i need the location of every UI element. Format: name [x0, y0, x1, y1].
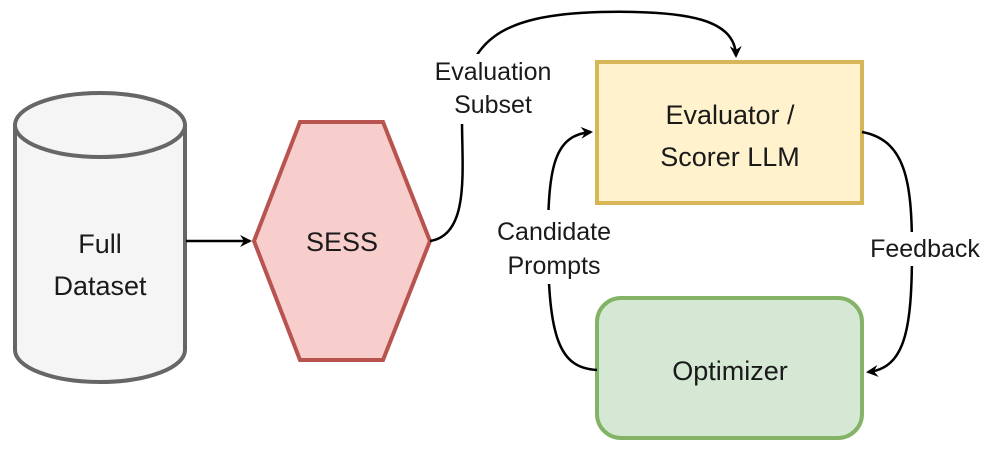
dataset-cylinder-top [13, 91, 187, 159]
edge-label-bg [860, 232, 992, 266]
sess-label: SESS [306, 227, 378, 257]
evaluator-node: Evaluator / Scorer LLM [595, 60, 864, 205]
dataset-cylinder-body [13, 125, 187, 384]
edge-label-bg [484, 210, 624, 284]
candidate-prompts-line2: Prompts [507, 252, 600, 280]
sess-node: SESS [251, 120, 433, 362]
optimizer-node: Optimizer [595, 296, 864, 440]
evaluator-label-line1: Evaluator / [665, 100, 795, 130]
evaluation-subset-line2: Subset [454, 91, 532, 119]
edge-label-bg [420, 54, 566, 124]
candidate-prompts-line1: Candidate [497, 218, 611, 246]
edge-label-candidate-prompts: Candidate Prompts [484, 210, 624, 284]
full-dataset-node: Full Dataset [13, 91, 187, 384]
dataset-label-line2: Dataset [53, 271, 147, 301]
optimizer-label: Optimizer [672, 356, 788, 386]
dataset-label-line1: Full [78, 229, 122, 259]
optimizer-box [595, 296, 864, 440]
evaluation-subset-line1: Evaluation [435, 58, 552, 86]
edge-label-evaluation-subset: Evaluation Subset [420, 54, 566, 124]
feedback-label: Feedback [870, 235, 980, 263]
edge-label-feedback: Feedback [860, 232, 992, 266]
arrow-sess-to-evaluator [429, 10, 742, 243]
evaluator-label-line2: Scorer LLM [660, 142, 800, 172]
evaluator-box [595, 60, 864, 205]
